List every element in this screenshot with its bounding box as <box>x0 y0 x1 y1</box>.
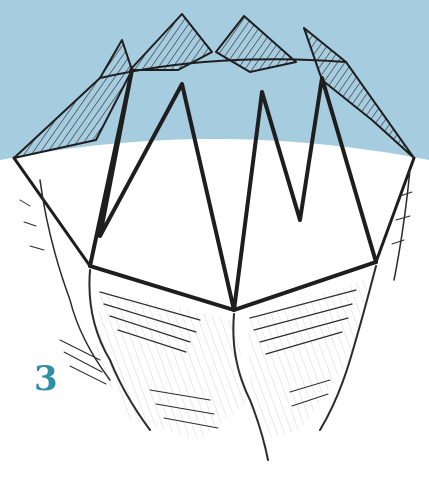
step-number: 3 <box>34 362 58 396</box>
